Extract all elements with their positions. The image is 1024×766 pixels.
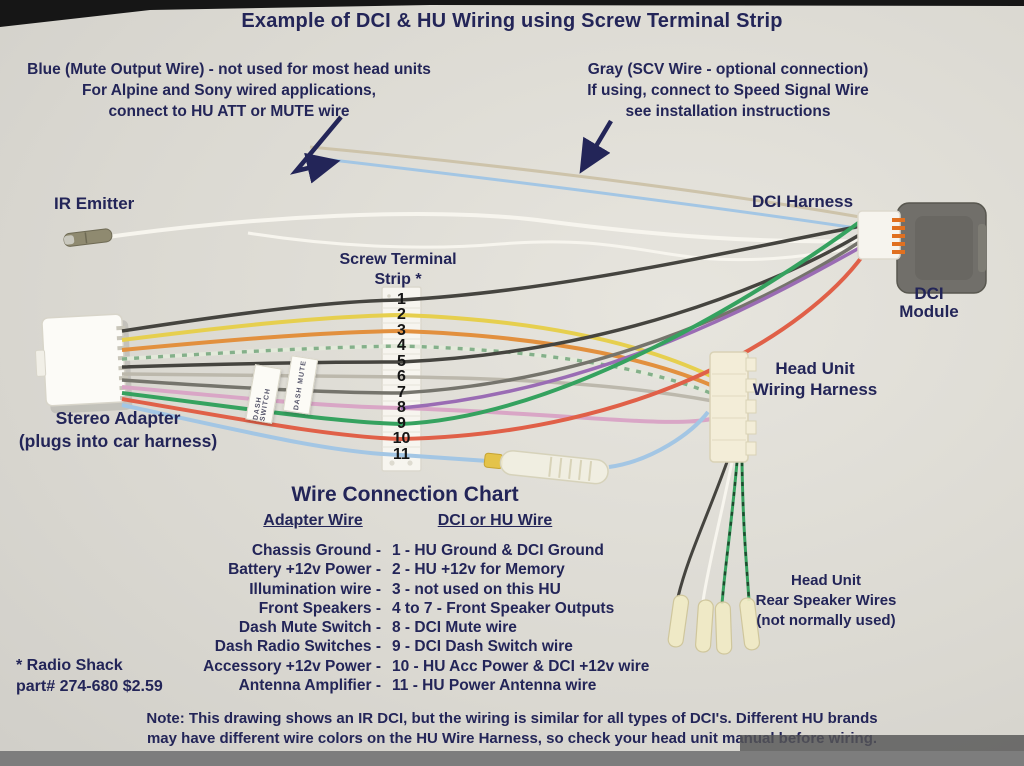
photo-edge-top	[0, 0, 1024, 27]
wire-7-dark-gray	[121, 239, 862, 395]
crimp-terminal	[695, 599, 714, 653]
rear-wire-green-1-stripe	[720, 461, 739, 605]
chart-row: Dash Mute Switch -8 - DCI Mute wire	[238, 619, 517, 637]
terminal-number-7: 7	[397, 384, 406, 401]
bottom-note: Note: This drawing shows an IR DCI, but …	[146, 710, 878, 747]
bottom-gray-bar	[0, 751, 1024, 766]
terminal-number-1: 1	[397, 291, 406, 308]
chart-row: Accessory +12v Power -10 - HU Acc Power …	[203, 657, 650, 675]
rear-wire-black	[676, 461, 729, 598]
annotation-line: For Alpine and Sony wired applications,	[82, 82, 376, 99]
annotation-line: connect to HU ATT or MUTE wire	[108, 103, 350, 120]
terminal-number-5: 5	[397, 353, 406, 370]
dci-module-label: DCI Module	[899, 284, 959, 321]
head-unit-harness-label: Head Unit Wiring Harness	[752, 359, 878, 399]
wire-connection-chart: Chassis Ground -1 - HU Ground & DCI Grou…	[40, 541, 649, 695]
terminal-number-4: 4	[397, 337, 406, 354]
white-wire-2	[247, 231, 858, 262]
terminal-number-11: 11	[393, 446, 410, 463]
terminal-number-10: 10	[392, 430, 411, 447]
chart-row: Antenna Amplifier -11 - HU Power Antenna…	[238, 677, 597, 695]
terminal-number-8: 8	[397, 399, 406, 416]
chart-row: Illumination wire -3 - not used on this …	[249, 580, 561, 598]
chart-row: Front Speakers -4 to 7 - Front Speaker O…	[258, 599, 615, 617]
dci-harness-label: DCI Harness	[752, 192, 854, 211]
page-title: Example of DCI & HU Wiring using Screw T…	[241, 10, 783, 32]
wire-11-blue-b	[608, 410, 710, 469]
wire-10-red	[121, 252, 866, 442]
rear-speaker-wires-label: Head Unit Rear Speaker Wires (not normal…	[755, 572, 897, 629]
mute-blue-wire	[314, 156, 857, 230]
rear-wire-green-2-stripe	[740, 461, 751, 602]
wire-4-stripe-dash	[121, 344, 714, 396]
chart-header-adapter-wire: Adapter Wire	[263, 512, 363, 529]
head-unit-harness-connector	[709, 351, 757, 463]
blue-note-arrow	[289, 115, 343, 184]
radio-shack-footnote: * Radio Shack part# 274-680 $2.59	[16, 657, 163, 695]
wire-2-yellow	[121, 312, 714, 379]
dci-harness-connector	[857, 210, 905, 260]
terminal-number-3: 3	[397, 322, 406, 339]
terminal-number-2: 2	[397, 306, 406, 323]
crimp-terminal	[667, 594, 690, 648]
chart-header-dci-hu-wire: DCI or HU Wire	[437, 512, 553, 529]
ir-emitter-wire	[107, 212, 859, 244]
ir-emitter-label: IR Emitter	[54, 194, 135, 213]
annotation-line: see installation instructions	[625, 103, 831, 120]
annotation-line: Gray (SCV Wire - optional connection)	[587, 61, 869, 78]
wire-connection-chart-title: Wire Connection Chart	[291, 483, 519, 506]
annotation-blue-mute-wire: Blue (Mute Output Wire) - not used for m…	[19, 59, 439, 122]
chart-row: Dash Radio Switches -9 - DCI Dash Switch…	[214, 638, 573, 656]
ir-emitter-tip	[63, 228, 113, 247]
chart-row: Chassis Ground -1 - HU Ground & DCI Grou…	[251, 542, 604, 559]
annotation-line: If using, connect to Speed Signal Wire	[587, 82, 869, 99]
crimp-terminal	[739, 597, 761, 651]
terminal-number-6: 6	[397, 368, 406, 385]
wire-11-blue-a	[121, 403, 489, 463]
bottom-right-overlay	[740, 735, 1024, 752]
dci-module	[896, 202, 987, 294]
gray-note-arrow	[579, 119, 613, 174]
stereo-adapter-label: Stereo Adapter (plugs into car harness)	[18, 408, 218, 451]
wire-3-orange	[121, 328, 714, 388]
chart-row: Battery +12v Power -2 - HU +12v for Memo…	[228, 561, 565, 579]
wire-1-ground	[121, 224, 862, 333]
annotation-line: Blue (Mute Output Wire) - not used for m…	[27, 61, 431, 78]
crimp-terminal	[714, 601, 733, 655]
stereo-adapter-connector	[35, 313, 133, 414]
screw-terminal-strip-label: Screw Terminal Strip *	[339, 251, 457, 288]
terminal-number-9: 9	[397, 415, 406, 432]
inline-fuse-holder	[483, 450, 609, 485]
wire-5-black	[121, 232, 862, 369]
annotation-gray-scv-wire: Gray (SCV Wire - optional connection) If…	[568, 59, 888, 122]
scv-gray-wire	[309, 145, 861, 219]
rear-wire-white	[701, 461, 734, 602]
